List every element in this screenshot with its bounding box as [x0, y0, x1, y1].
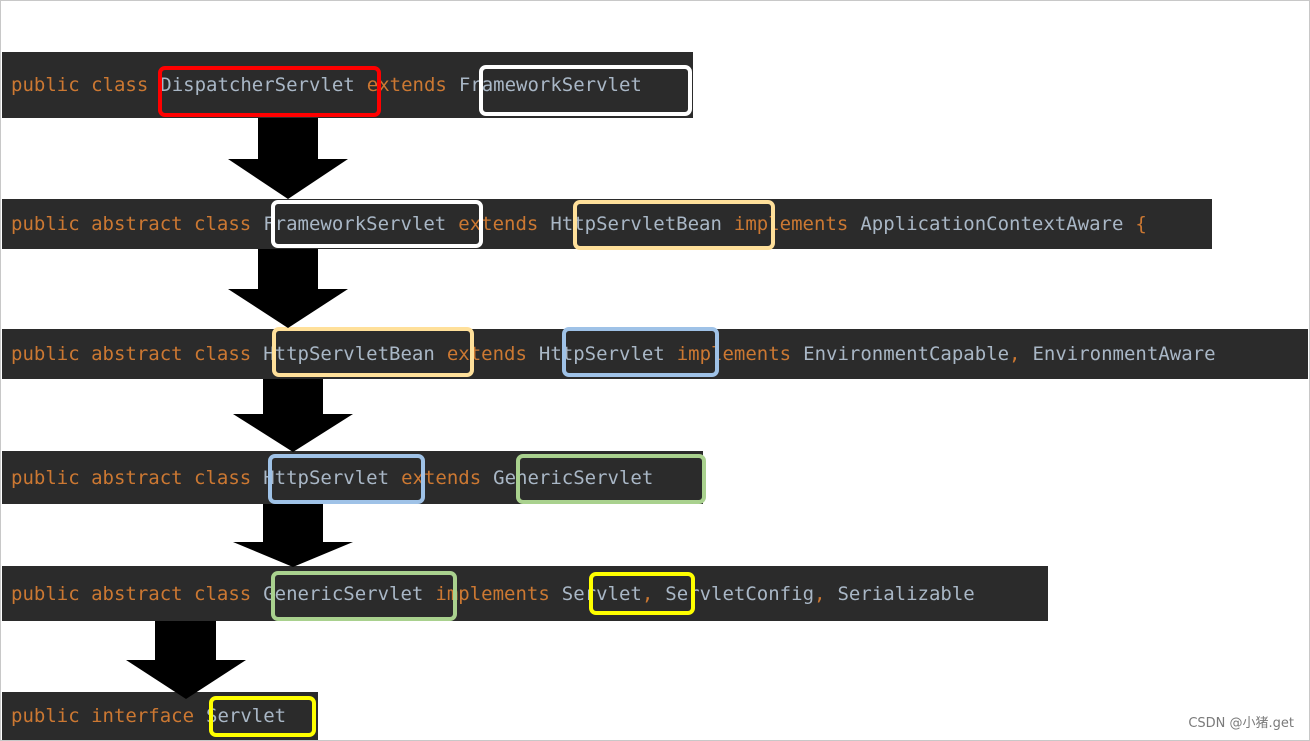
class-name: GenericServlet: [263, 582, 424, 605]
interface-name: Servlet: [206, 705, 287, 727]
interface-name: EnvironmentCapable: [803, 343, 1010, 365]
down-arrow-4: [233, 504, 353, 567]
watermark: CSDN @小猪.get: [1188, 716, 1294, 731]
comma: ,: [814, 582, 826, 605]
down-arrow-5: [126, 621, 246, 699]
code-line-genericservlet: public abstract class GenericServlet imp…: [2, 566, 1048, 621]
keywords: public abstract class: [11, 582, 252, 605]
keywords: public class: [11, 74, 149, 96]
interface-name: ServletConfig: [665, 582, 815, 605]
code-line-dispatcher-servlet: public class DispatcherServlet extends F…: [2, 52, 693, 118]
extends-keyword: extends: [446, 343, 527, 365]
down-arrow-1: [228, 118, 348, 199]
class-name: DispatcherServlet: [160, 74, 355, 96]
keywords: public abstract class: [11, 343, 252, 365]
superclass-name: HttpServlet: [538, 343, 665, 365]
highlight-httpservletbean-orange: [272, 327, 474, 377]
interface-name: ApplicationContextAware: [860, 213, 1124, 235]
class-name: HttpServlet: [263, 466, 390, 489]
open-brace: {: [1135, 213, 1147, 235]
keywords: public abstract class: [11, 213, 252, 235]
code-line-framework-servlet: public abstract class FrameworkServlet e…: [2, 199, 1212, 249]
class-name: FrameworkServlet: [263, 213, 447, 235]
class-name: HttpServletBean: [263, 343, 435, 365]
interface-name: Servlet: [561, 582, 642, 605]
interface-name: EnvironmentAware: [1032, 343, 1216, 365]
highlight-dispatcherservlet-red: [158, 66, 381, 117]
code-line-httpservlet-bean: public abstract class HttpServletBean ex…: [2, 329, 1308, 379]
comma: ,: [1009, 343, 1021, 365]
highlight-httpservlet-blue: [268, 454, 425, 504]
down-arrow-3: [233, 379, 353, 452]
extends-keyword: extends: [458, 213, 539, 235]
highlight-servlet-yellow: [209, 696, 316, 737]
highlight-genericservlet-green: [516, 454, 706, 504]
highlight-servlet-yellow: [589, 572, 695, 615]
code-line-servlet-interface: public interface Servlet: [2, 692, 318, 740]
extends-keyword: extends: [366, 74, 447, 96]
implements-keyword: implements: [676, 343, 792, 365]
interface-name: Serializable: [837, 582, 975, 605]
keywords: public abstract class: [11, 466, 252, 489]
highlight-frameworkservlet-white: [271, 200, 483, 248]
implements-keyword: implements: [733, 213, 849, 235]
superclass-name: FrameworkServlet: [458, 74, 642, 96]
highlight-httpservletbean-orange: [573, 200, 775, 250]
superclass-name: GenericServlet: [493, 466, 654, 489]
superclass-name: HttpServletBean: [550, 213, 722, 235]
keywords: public interface: [11, 705, 195, 727]
highlight-genericservlet-green: [271, 571, 457, 621]
implements-keyword: implements: [435, 582, 550, 605]
highlight-httpservlet-blue: [562, 327, 719, 377]
comma: ,: [641, 582, 654, 605]
highlight-frameworkservlet-white: [479, 65, 692, 116]
down-arrow-2: [228, 249, 348, 328]
